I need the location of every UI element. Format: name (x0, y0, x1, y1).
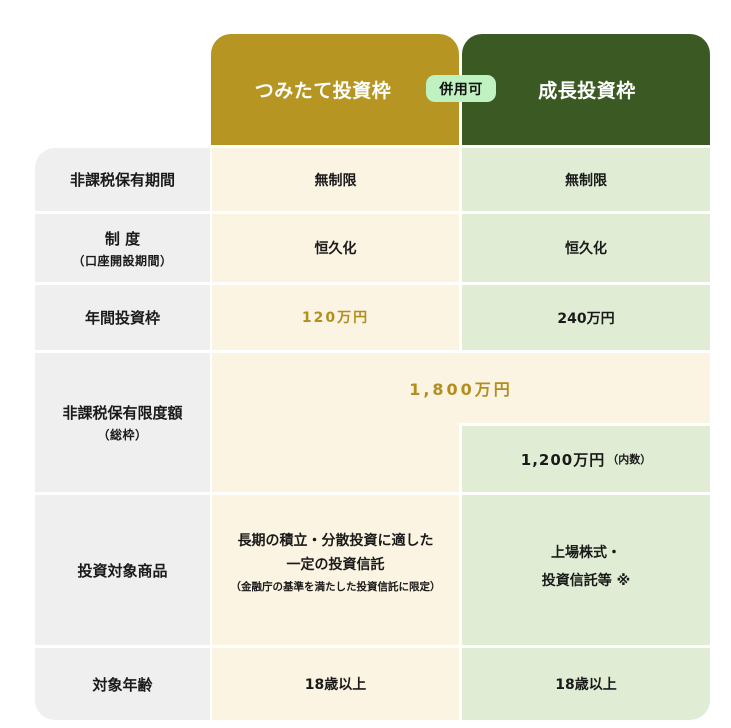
growth-eligible-age: 18歳以上 (462, 648, 710, 720)
label-text: 非課税保有限度額 (62, 404, 183, 422)
label-text: 対象年齢 (92, 675, 153, 694)
label-text: 年間投資枠 (84, 309, 160, 327)
tsumitate-eligible-products: 長期の積立・分散投資に適した 一定の投資信託 （金融庁の基準を満たした投資信託に… (212, 495, 459, 645)
cell-text: 18歳以上 (555, 677, 617, 693)
cell-text: 240万円 (557, 310, 615, 327)
cell-note: （金融庁の基準を満たした投資信託に限定） (230, 581, 441, 593)
tsumitate-header: つみたて投資枠 (211, 34, 459, 145)
growth-header-label: 成長投資枠 (538, 80, 636, 102)
label-text: 投資対象商品 (77, 561, 168, 580)
tsumitate-lifetime-filler (212, 423, 459, 492)
row-label-system: 制 度 （口座開設期間） (35, 214, 210, 282)
growth-eligible-products: 上場株式・ 投資信託等 ※ (462, 495, 710, 645)
cell-text: 120万円 (301, 310, 370, 326)
combinable-badge: 併用可 (426, 75, 496, 102)
cell-text-line1: 上場株式・ (551, 545, 621, 561)
row-label-tax-free-period: 非課税保有期間 (35, 148, 210, 211)
row-label-eligible-products: 投資対象商品 (35, 495, 210, 645)
cell-text: 1,200万円 (520, 450, 606, 469)
cell-note: （内数） (607, 453, 652, 466)
label-text: 非課税保有期間 (69, 171, 175, 189)
growth-tax-free-period: 無制限 (462, 148, 710, 211)
cell-text: 無制限 (565, 172, 607, 189)
growth-header: 成長投資枠 (462, 34, 710, 145)
tsumitate-system: 恒久化 (212, 214, 459, 282)
cell-text: 恒久化 (565, 241, 607, 257)
cell-text: 1,800万円 (409, 380, 513, 399)
label-text: 制 度 (104, 229, 141, 248)
cell-text-line2: 一定の投資信託 (286, 557, 385, 573)
row-label-lifetime-limit: 非課税保有限度額 （総枠） (35, 353, 210, 492)
tsumitate-header-label: つみたて投資枠 (254, 80, 392, 102)
cell-text-line2: 投資信託等 ※ (541, 573, 631, 589)
growth-system: 恒久化 (462, 214, 710, 282)
label-subtext: （総枠） (97, 428, 148, 442)
row-label-eligible-age: 対象年齢 (35, 648, 210, 720)
label-subtext: （口座開設期間） (72, 253, 173, 268)
growth-lifetime-limit: 1,200万円 （内数） (462, 426, 710, 492)
cell-text: 無制限 (314, 172, 357, 189)
cell-text: 恒久化 (314, 241, 357, 257)
cell-text: 18歳以上 (304, 677, 367, 693)
tsumitate-tax-free-period: 無制限 (212, 148, 459, 211)
growth-annual-limit: 240万円 (462, 285, 710, 350)
row-label-annual-limit: 年間投資枠 (35, 285, 210, 350)
cell-text-line1: 長期の積立・分散投資に適した (237, 533, 434, 549)
tsumitate-eligible-age: 18歳以上 (212, 648, 459, 720)
tsumitate-annual-limit: 120万円 (212, 285, 459, 350)
combined-lifetime-limit: 1,800万円 (212, 353, 710, 423)
